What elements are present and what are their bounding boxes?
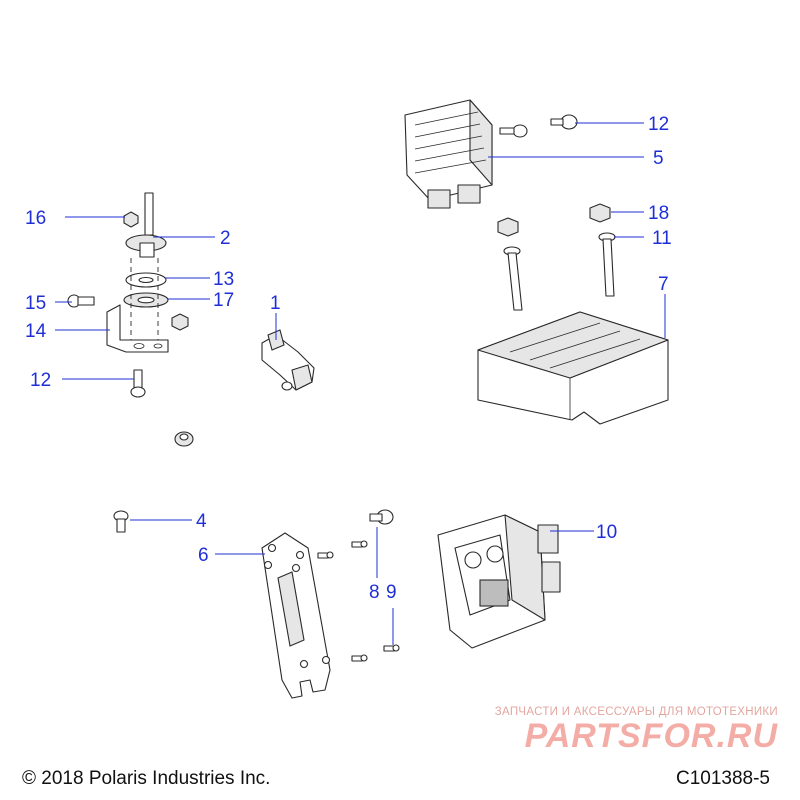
callout-17: 17 (213, 290, 234, 311)
part-16-nut (123, 211, 139, 228)
part-7-cover (477, 311, 669, 425)
callout-12-upper: 12 (648, 114, 669, 135)
callout-9: 9 (386, 582, 397, 603)
part-6-mounting-plate (261, 532, 331, 699)
part-13-washer (125, 272, 167, 288)
part-12-bolt-lower (130, 369, 146, 398)
part-5-voltage-regulator (404, 99, 493, 209)
callout-14: 14 (25, 321, 47, 342)
callout-13: 13 (213, 269, 234, 290)
watermark-tagline: ЗАПЧАСТИ И АКСЕССУАРЫ ДЛЯ МОТОТЕХНИКИ (494, 706, 778, 718)
part-17-gasket (123, 292, 169, 308)
nut-bracket (171, 313, 189, 331)
part-14-bracket (106, 304, 169, 353)
callout-16: 16 (25, 208, 46, 229)
callout-1: 1 (270, 293, 281, 314)
part-15-bolt (67, 294, 95, 308)
part-8-bolt (369, 509, 394, 525)
copyright-notice: © 2018 Polaris Industries Inc. (22, 768, 271, 789)
watermark-brand: PARTSFOR.RU (524, 717, 778, 755)
callout-4: 4 (196, 511, 207, 532)
callout-2: 2 (220, 228, 231, 249)
callout-11: 11 (652, 228, 672, 249)
callout-8: 8 (369, 582, 380, 603)
callout-15: 15 (25, 293, 46, 314)
watermark-logo: ЗАПЧАСТИ И АКСЕССУАРЫ ДЛЯ МОТОТЕХНИКИ PA… (495, 706, 778, 754)
part-4-bolt (113, 510, 129, 533)
callout-7: 7 (658, 274, 669, 295)
part-1-sensor (261, 329, 315, 391)
bolt-upper-left (499, 124, 528, 138)
grommet (174, 431, 194, 447)
callout-6: 6 (198, 545, 209, 566)
callout-12-lower: 12 (30, 370, 51, 391)
callout-5: 5 (653, 148, 664, 169)
callout-10: 10 (596, 522, 617, 543)
nut-left (497, 217, 519, 237)
part-12-bolt-upper (550, 114, 578, 130)
part-11-long-bolt-left (503, 246, 523, 311)
part-10-ecu (437, 514, 561, 649)
part-11-long-bolt-right (598, 232, 616, 297)
callout-18: 18 (648, 203, 669, 224)
small-screws (317, 540, 400, 662)
part-2-sensor (125, 192, 167, 258)
drawing-code: C101388-5 (675, 768, 770, 789)
leader-lines (55, 122, 666, 645)
part-18-nut (589, 203, 611, 223)
